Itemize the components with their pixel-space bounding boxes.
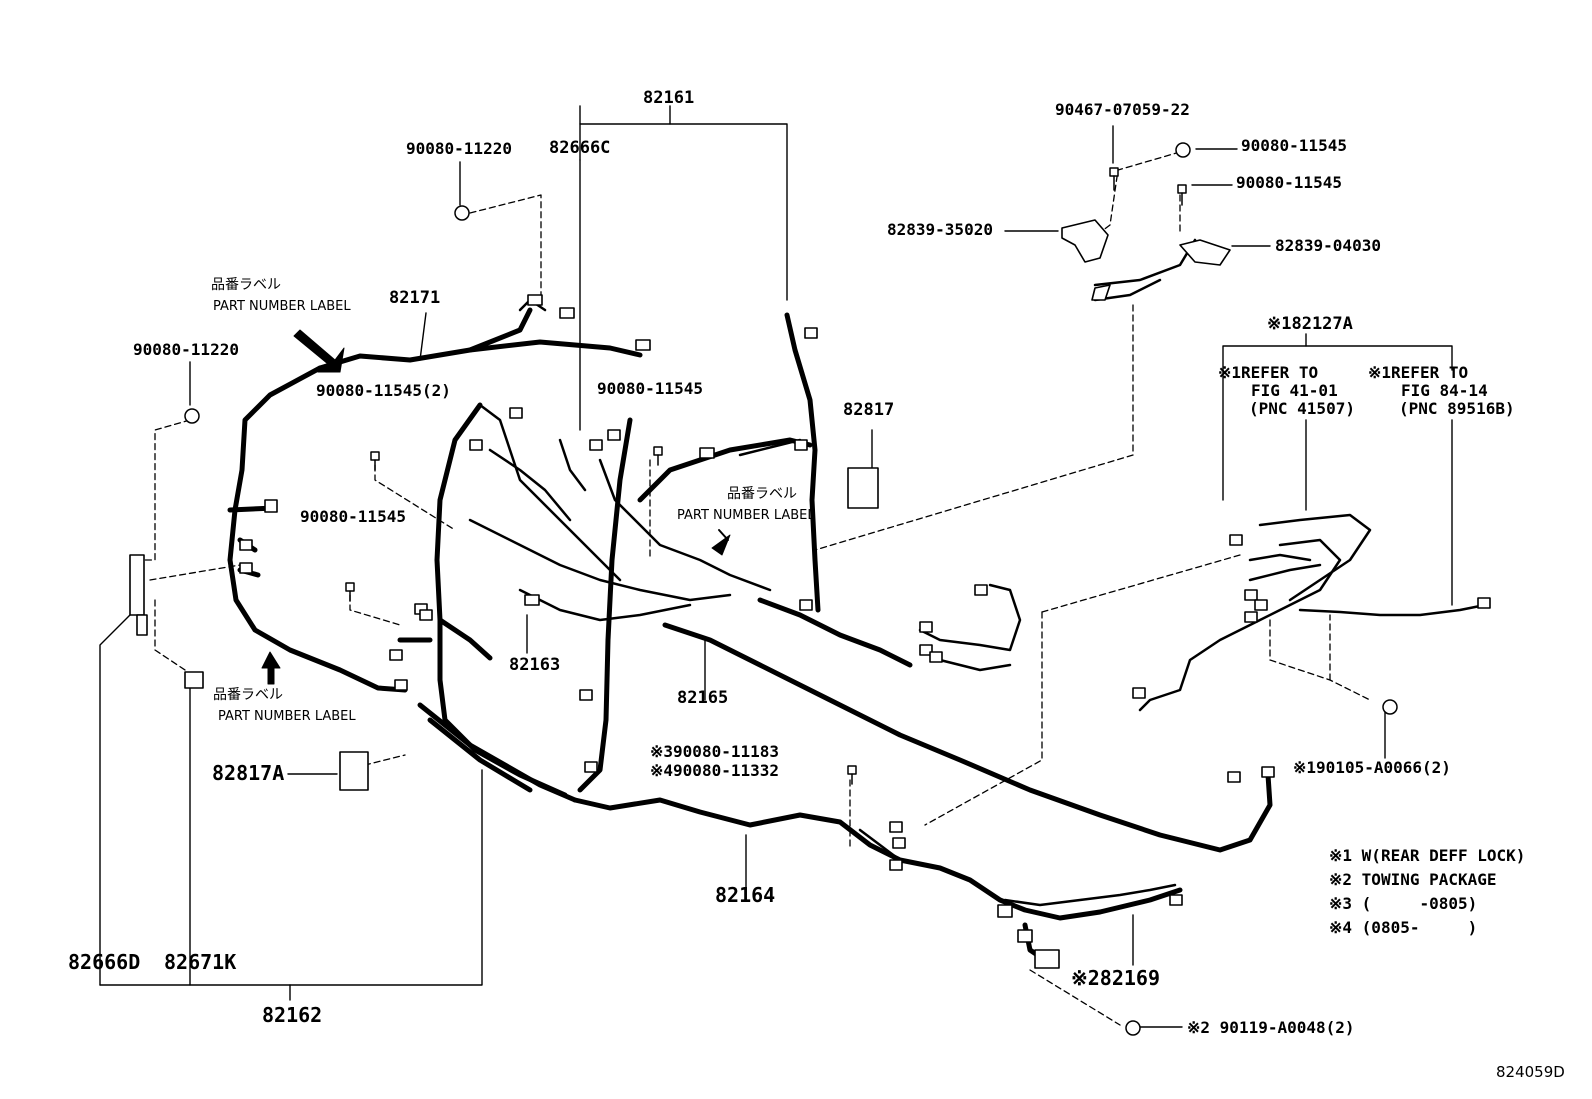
part-82671K: 82671K (164, 950, 237, 974)
part-90080-11220-left: 90080-11220 (133, 340, 239, 359)
part-90105-A0066: ※190105-A0066(2) (1293, 758, 1451, 777)
part-82163: 82163 (509, 655, 561, 675)
part-82817: 82817 (843, 400, 895, 420)
ref2-line3: (PNC 89516B) (1399, 399, 1515, 418)
note-3: ※3 ( -0805) (1329, 894, 1478, 913)
label-jp-2: 品番ラベル (727, 486, 797, 502)
figure-id: 824059D (1496, 1063, 1565, 1081)
part-90080-11545-mid: 90080-11545 (597, 379, 703, 398)
leader-lines (99, 105, 1453, 1028)
note-4: ※4 (0805- ) (1329, 918, 1478, 937)
note-1: ※1 W(REAR DEFF LOCK) (1329, 846, 1526, 865)
part-82817A: 82817A (212, 761, 285, 785)
label-en-3: PART NUMBER LABEL (218, 709, 356, 724)
part-90080-11220-top: 90080-11220 (406, 139, 512, 158)
part-90080-11183: ※390080-11183 (650, 742, 779, 761)
connectors (129, 294, 1491, 969)
part-82839-35020: 82839-35020 (887, 220, 993, 239)
bolt-icons (184, 142, 1398, 1036)
part-90080-11545-a: 90080-11545 (1241, 136, 1347, 155)
label-en-1: PART NUMBER LABEL (213, 299, 351, 314)
part-82127A: ※182127A (1267, 314, 1353, 334)
ref1-line3: (PNC 41507) (1249, 399, 1355, 418)
arrows (261, 329, 731, 685)
part-90080-11332: ※490080-11332 (650, 761, 779, 780)
part-82169: ※282169 (1071, 966, 1161, 990)
part-90080-11545-left: 90080-11545 (300, 507, 406, 526)
part-90080-11545-x2: 90080-11545(2) (316, 381, 451, 400)
note-2: ※2 TOWING PACKAGE (1329, 870, 1497, 889)
part-82666D: 82666D (68, 950, 141, 974)
dashed-lines (139, 151, 1371, 1026)
part-82171: 82171 (389, 288, 441, 308)
part-82162: 82162 (262, 1003, 323, 1027)
part-90080-11545-b: 90080-11545 (1236, 173, 1342, 192)
part-90467-07059-22: 90467-07059-22 (1055, 100, 1190, 119)
ref1-line2: FIG 41-01 (1251, 381, 1338, 400)
thin-wires (468, 238, 1487, 907)
part-82666C: 82666C (549, 138, 611, 158)
part-90119-A0048: ※2 90119-A0048(2) (1187, 1018, 1355, 1037)
label-en-2: PART NUMBER LABEL (677, 508, 815, 523)
ref1-line1: ※1REFER TO (1218, 363, 1319, 382)
harness-wires (227, 307, 1273, 963)
part-82839-04030: 82839-04030 (1275, 236, 1381, 255)
label-jp-3: 品番ラベル (213, 687, 283, 703)
part-82161: 82161 (643, 88, 695, 108)
ref2-line2: FIG 84-14 (1401, 381, 1488, 400)
label-jp-1: 品番ラベル (211, 277, 281, 293)
ref2-line1: ※1REFER TO (1368, 363, 1469, 382)
brackets (1061, 219, 1231, 301)
part-82165: 82165 (677, 688, 729, 708)
part-82164: 82164 (715, 883, 776, 907)
